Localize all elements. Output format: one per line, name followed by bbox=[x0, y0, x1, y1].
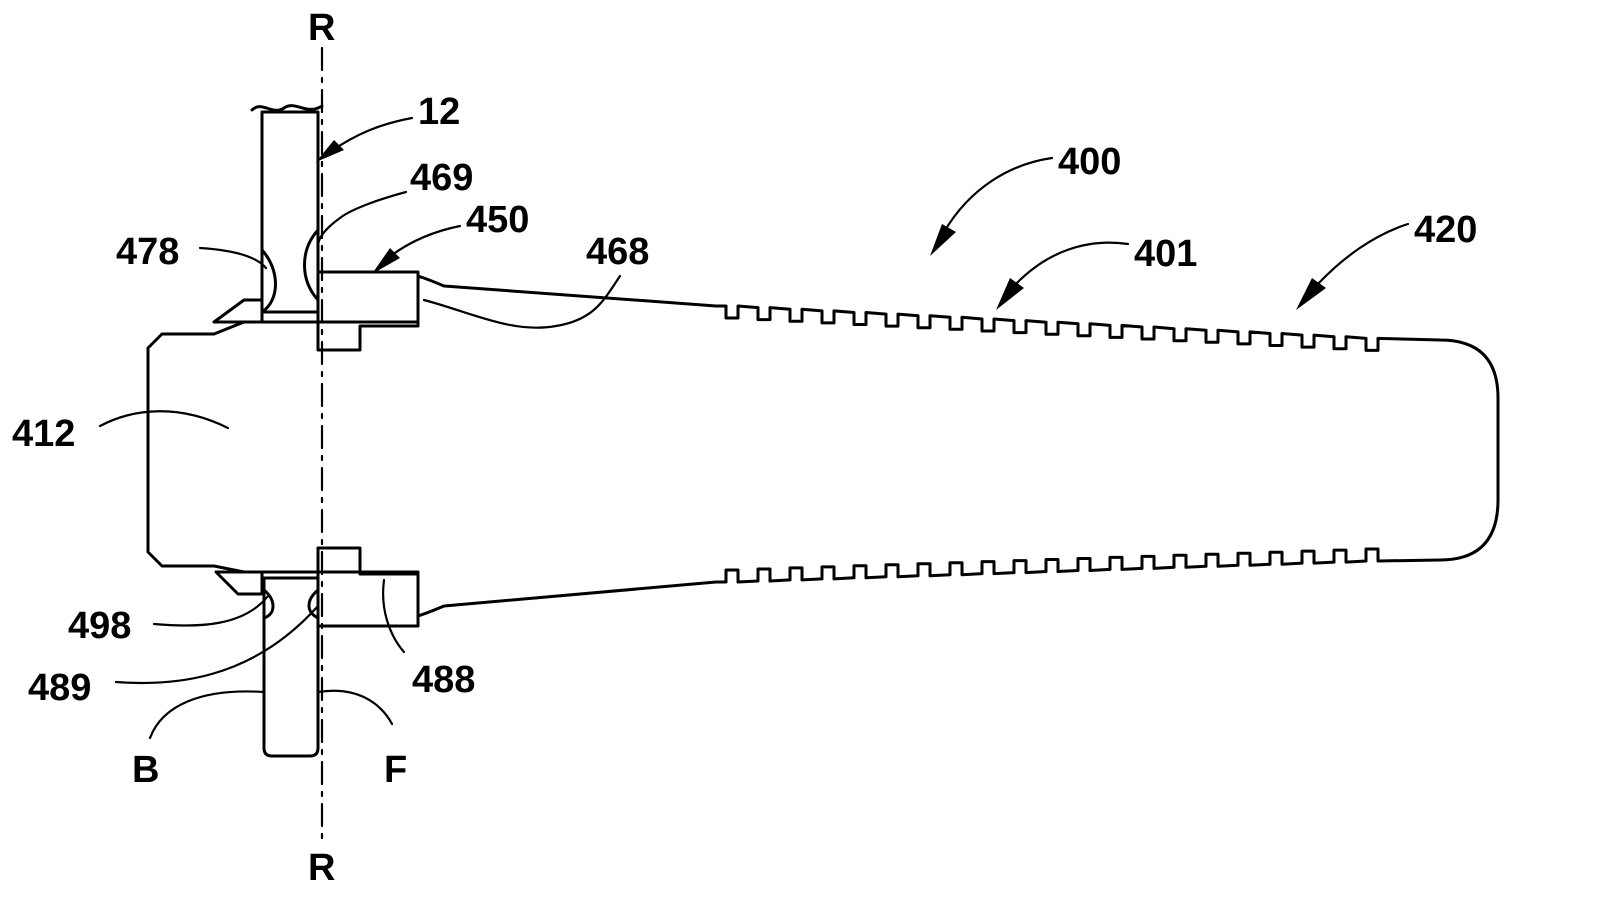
label-450: 450 bbox=[466, 199, 529, 241]
label-401: 401 bbox=[1134, 233, 1197, 275]
leader-469 bbox=[318, 192, 406, 246]
face-469 bbox=[305, 230, 319, 300]
label-B: B bbox=[132, 749, 159, 791]
label-F: F bbox=[384, 749, 407, 791]
label-468: 468 bbox=[586, 231, 649, 273]
arrow-401 bbox=[996, 278, 1024, 310]
leader-489 bbox=[116, 606, 318, 683]
label-12: 12 bbox=[418, 91, 460, 133]
plate-12-break bbox=[252, 106, 322, 111]
arrow-12 bbox=[316, 140, 344, 162]
arrow-420 bbox=[1296, 278, 1326, 310]
arrow-400 bbox=[930, 224, 956, 256]
face-478 bbox=[262, 250, 276, 312]
leader-468 bbox=[424, 276, 620, 328]
label-400: 400 bbox=[1058, 141, 1121, 183]
collar-450-bottom bbox=[318, 548, 418, 626]
leader-B bbox=[150, 691, 264, 738]
leader-478 bbox=[200, 248, 266, 268]
leader-412 bbox=[100, 411, 228, 428]
label-r-top: R bbox=[308, 7, 335, 49]
label-488: 488 bbox=[412, 659, 475, 701]
label-412: 412 bbox=[12, 413, 75, 455]
implant-body bbox=[148, 276, 1498, 616]
label-498: 498 bbox=[68, 605, 131, 647]
leader-F bbox=[318, 691, 392, 724]
leader-420 bbox=[1316, 224, 1408, 286]
leader-450 bbox=[388, 226, 460, 258]
label-478: 478 bbox=[116, 231, 179, 273]
wedge-478 bbox=[214, 300, 262, 322]
label-420: 420 bbox=[1414, 209, 1477, 251]
leader-400 bbox=[944, 158, 1052, 232]
plate-12-top bbox=[262, 112, 318, 312]
leader-488 bbox=[383, 580, 404, 652]
leader-401 bbox=[1014, 243, 1128, 286]
label-469: 469 bbox=[410, 157, 473, 199]
leader-12 bbox=[330, 118, 412, 152]
label-489: 489 bbox=[28, 667, 91, 709]
leader-498 bbox=[154, 596, 268, 626]
wedge-498 bbox=[216, 572, 262, 594]
collar-450-top bbox=[318, 272, 418, 350]
label-r-bottom: R bbox=[308, 847, 335, 889]
